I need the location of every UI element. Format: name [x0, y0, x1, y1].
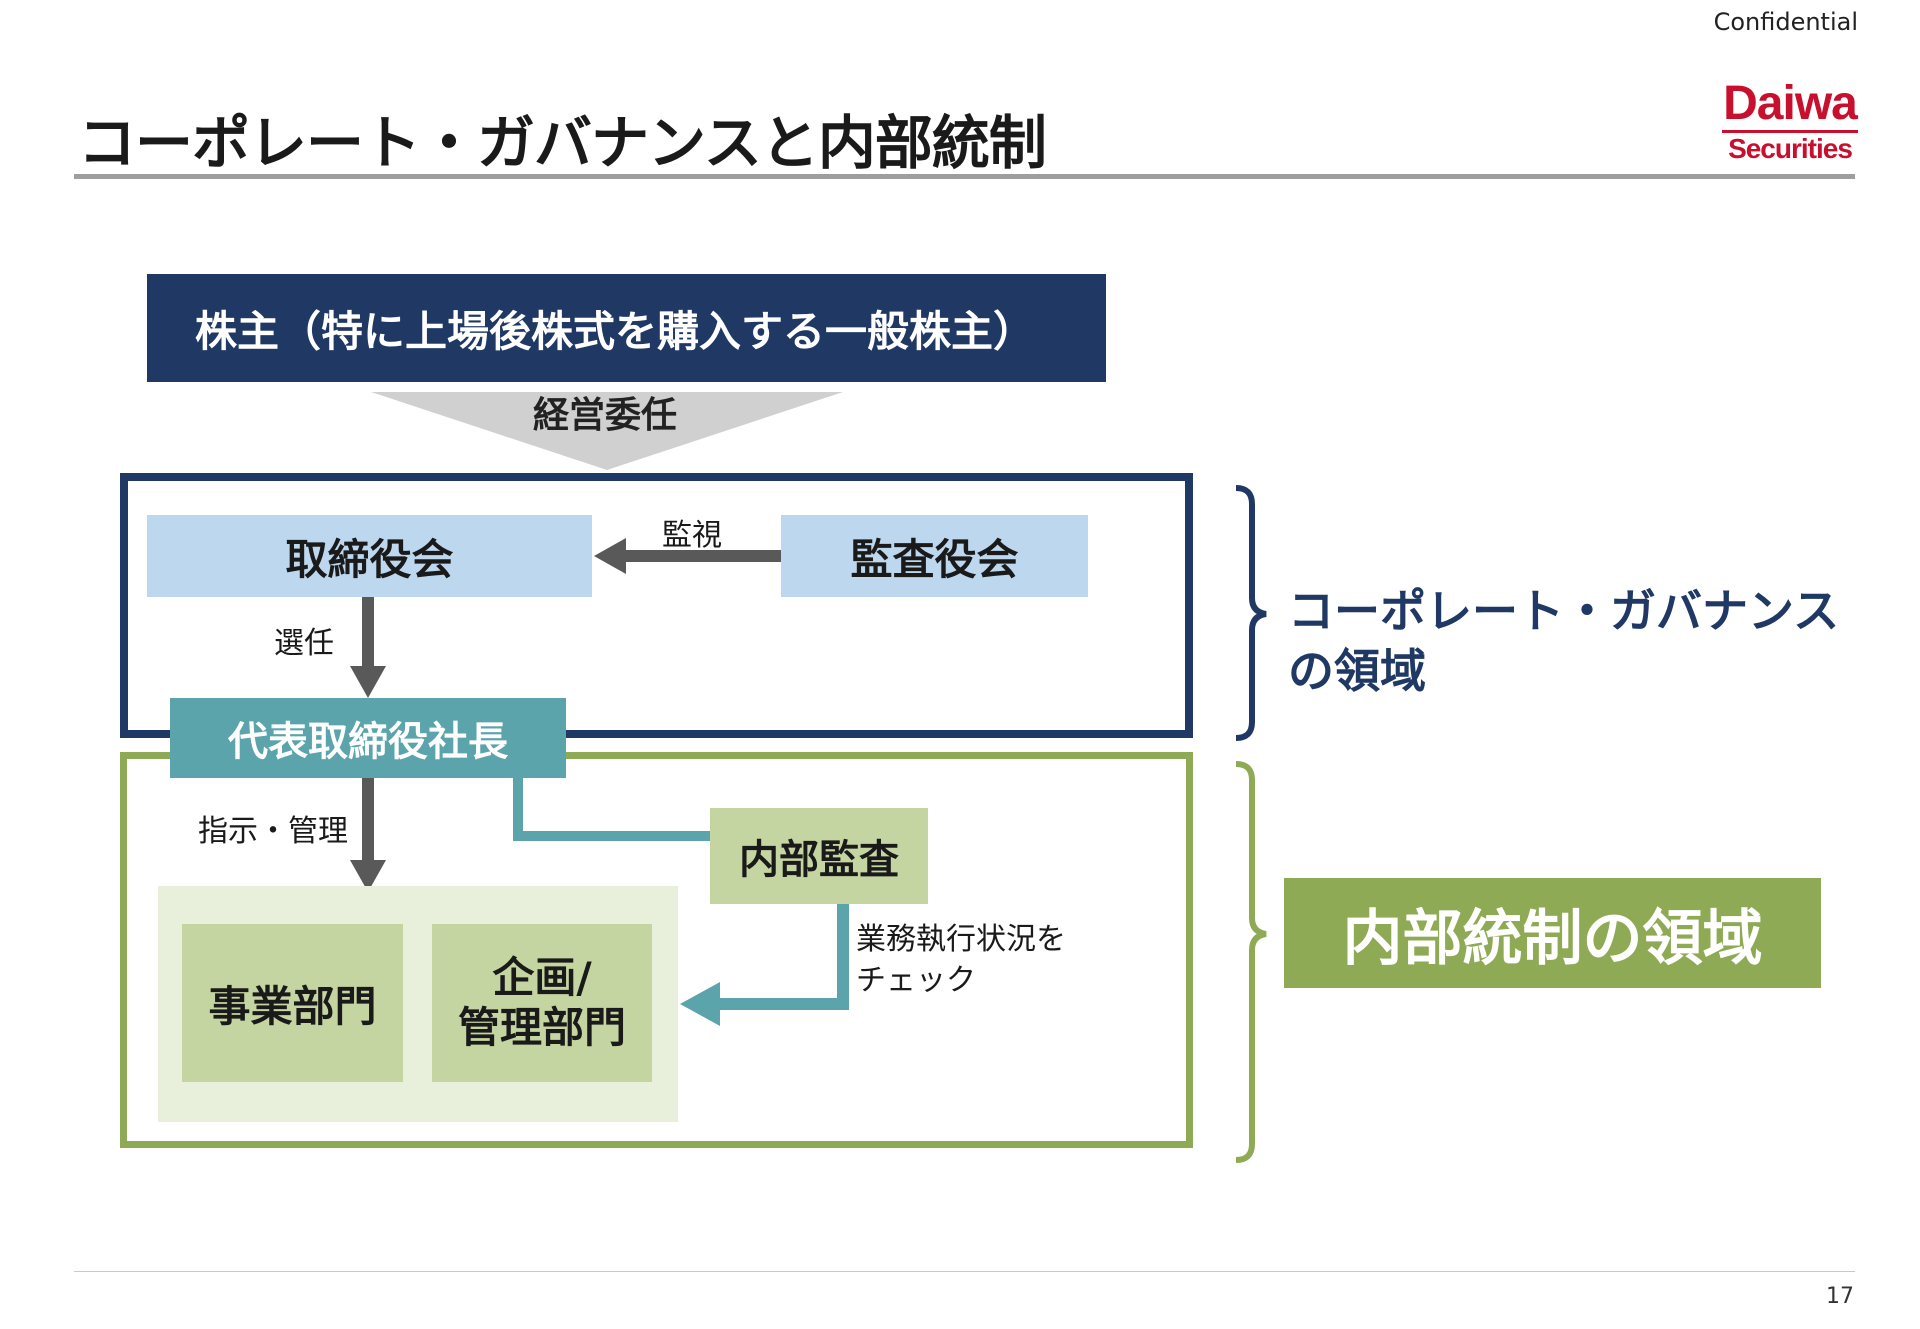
page-title: コーポレート・ガバナンスと内部統制: [78, 109, 1047, 177]
check-arrow-line: [718, 904, 849, 1010]
internal-control-frame: [120, 752, 1193, 1148]
confidential-label: Confidential: [1713, 8, 1858, 36]
audit-report-line: [513, 778, 710, 841]
internal-audit-box: 内部監査: [710, 808, 928, 904]
governance-brace: [1235, 485, 1267, 741]
planning-dept-box: 企画/ 管理部門: [432, 924, 652, 1082]
business-dept-box: 事業部門: [182, 924, 403, 1082]
governance-area-label: コーポレート・ガバナンス の領域: [1288, 584, 1840, 698]
instruct-label: 指示・管理: [198, 814, 348, 849]
audit-board-box: 監査役会: [781, 515, 1088, 597]
monitor-arrow-head: [594, 538, 626, 574]
shareholders-box: 株主（特に上場後株式を購入する一般株主）: [147, 274, 1106, 382]
monitor-label: 監視: [662, 518, 722, 553]
header-divider: [74, 174, 1855, 179]
board-of-directors-box: 取締役会: [147, 515, 592, 597]
page-number: 17: [1826, 1284, 1854, 1309]
check-label: 業務執行状況を チェック: [856, 922, 1066, 998]
logo-text-daiwa: Daiwa: [1723, 77, 1858, 130]
governance-frame: [120, 473, 1193, 738]
president-box: 代表取締役社長: [170, 698, 566, 778]
check-arrow-head: [680, 982, 720, 1026]
footer-divider: [74, 1271, 1855, 1272]
appoint-arrow-head: [350, 666, 386, 698]
delegation-triangle: [371, 392, 843, 470]
appoint-label: 選任: [274, 626, 334, 661]
logo-text-securities: Securities: [1722, 130, 1858, 163]
instruct-arrow-head: [350, 860, 386, 892]
internal-control-brace: [1235, 761, 1267, 1163]
internal-control-area-label: 内部統制の領域: [1284, 878, 1821, 988]
delegation-label: 経営委任: [532, 395, 677, 436]
company-logo: Daiwa Securities: [1722, 80, 1858, 163]
